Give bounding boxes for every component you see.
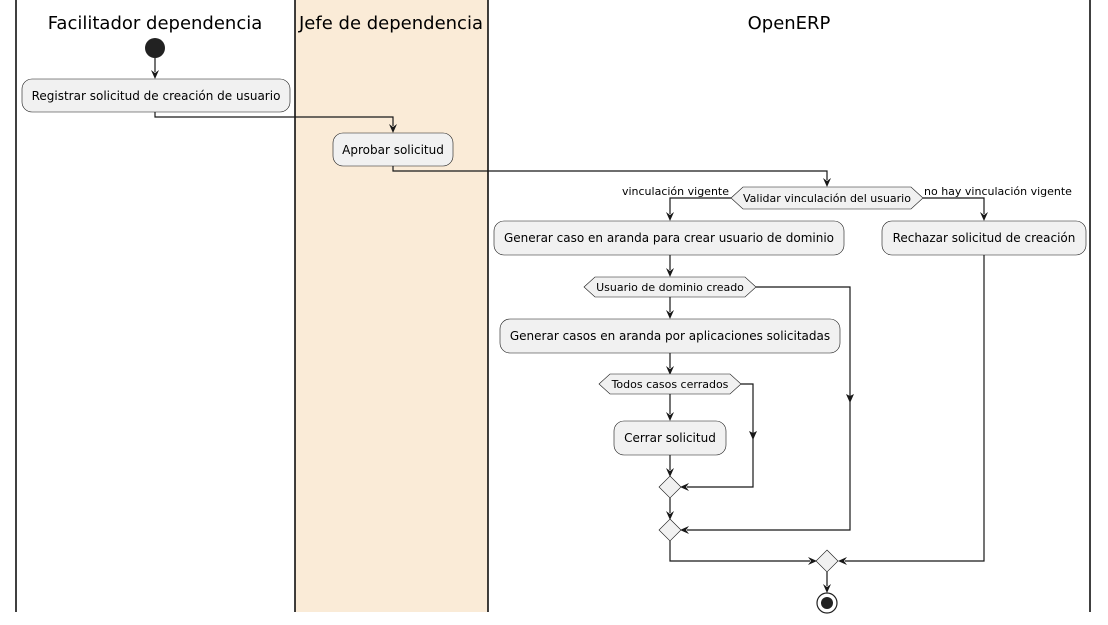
activity-generar-casos-apps: Generar casos en aranda por aplicaciones…	[499, 318, 841, 354]
lane-title-jefe: Jefe de dependencia	[298, 13, 483, 34]
end-node	[816, 592, 838, 614]
activity-cerrar-label: Cerrar solicitud	[624, 431, 716, 445]
decision-dominio-creado: Usuario de dominio creado	[583, 276, 757, 298]
activity-cerrar: Cerrar solicitud	[613, 420, 727, 456]
merge-outer	[658, 518, 682, 542]
activity-registrar: Registrar solicitud de creación de usuar…	[21, 78, 291, 113]
merge-final	[815, 549, 839, 573]
activity-generar-caso-dominio-label: Generar caso en aranda para crear usuari…	[504, 231, 834, 245]
edges	[151, 58, 988, 593]
decision-validar: Validar vinculación del usuario	[730, 186, 924, 210]
branch-label-vigente: vinculación vigente	[622, 185, 729, 198]
lane-jefe-background	[295, 0, 488, 612]
activity-rechazar-label: Rechazar solicitud de creación	[893, 231, 1076, 245]
decision-casos-cerrados: Todos casos cerrados	[598, 373, 742, 395]
decision-casos-cerrados-label: Todos casos cerrados	[611, 378, 729, 391]
merge-inner	[658, 475, 682, 499]
lane-title-facilitador: Facilitador dependencia	[48, 13, 263, 34]
activity-generar-caso-dominio: Generar caso en aranda para crear usuari…	[493, 220, 845, 256]
decision-dominio-creado-label: Usuario de dominio creado	[596, 281, 744, 294]
decision-validar-label: Validar vinculación del usuario	[743, 192, 911, 205]
branch-label-no-vigente: no hay vinculación vigente	[924, 185, 1072, 198]
activity-rechazar: Rechazar solicitud de creación	[881, 220, 1087, 256]
lane-title-openerp: OpenERP	[748, 13, 831, 34]
activity-aprobar-label: Aprobar solicitud	[342, 143, 444, 157]
start-node	[145, 38, 165, 58]
activity-aprobar: Aprobar solicitud	[332, 132, 454, 167]
activity-generar-casos-apps-label: Generar casos en aranda por aplicaciones…	[510, 329, 830, 343]
activity-registrar-label: Registrar solicitud de creación de usuar…	[32, 89, 281, 103]
